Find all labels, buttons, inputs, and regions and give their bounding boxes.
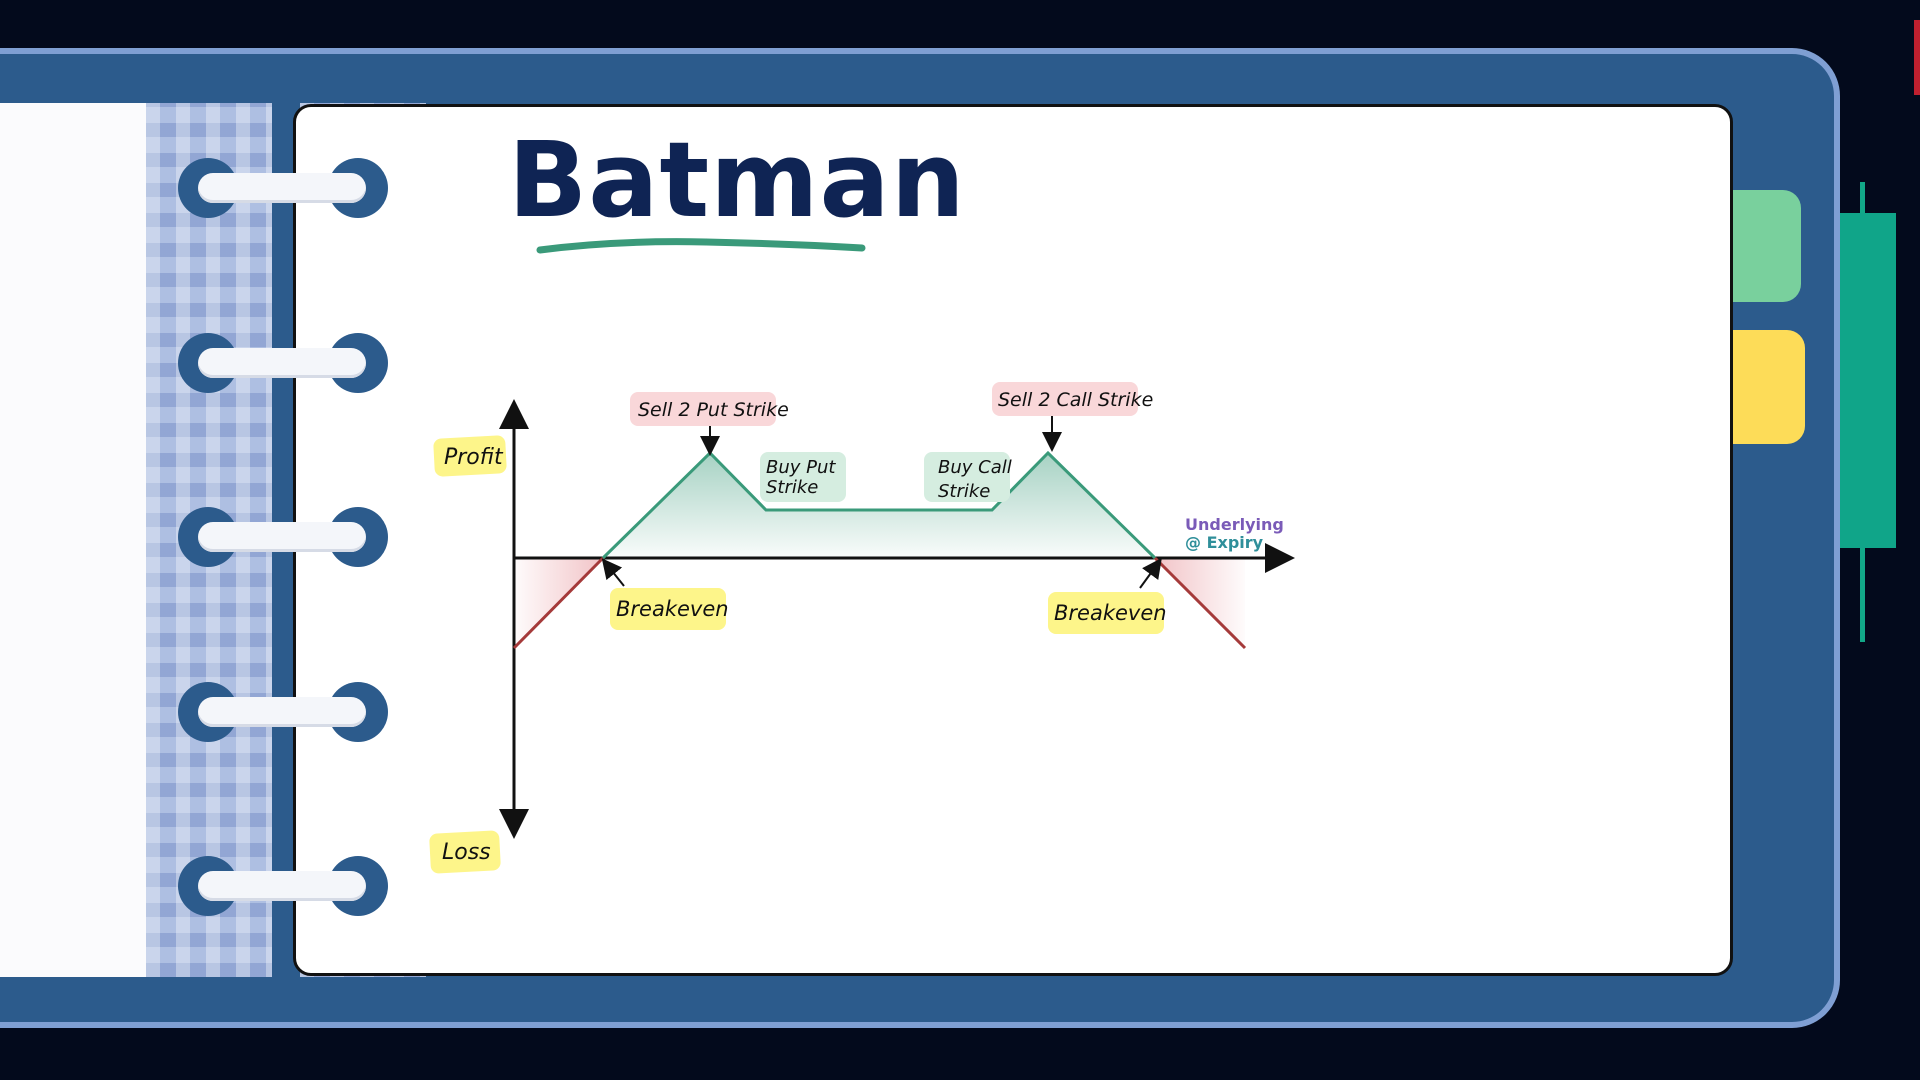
underlying-label: Underlying @ Expiry [1185, 515, 1284, 552]
buy-put-label: Buy Put Strike [760, 452, 846, 502]
svg-text:Strike: Strike [766, 477, 818, 498]
svg-text:Breakeven: Breakeven [616, 597, 729, 621]
page-title: Batman [508, 119, 966, 241]
ring-bar [198, 173, 366, 203]
breakeven-left-arrow [601, 558, 625, 587]
profit-zone-fill [603, 453, 1155, 558]
green-tab[interactable] [1733, 190, 1801, 302]
ring-bar [198, 522, 366, 552]
loss-line-right [1153, 556, 1247, 650]
svg-text:Buy Put: Buy Put [766, 457, 836, 478]
loss-label: Loss [429, 830, 501, 874]
breakeven-right-arrow [1139, 557, 1162, 589]
left-page [0, 103, 150, 977]
ring-bar [198, 348, 366, 378]
svg-text:Breakeven: Breakeven [1054, 601, 1167, 625]
svg-text:Loss: Loss [442, 840, 491, 865]
payoff-diagram: Profit Loss Sell 2 Put Strike Sell 2 Cal… [429, 382, 1295, 874]
svg-text:@ Expiry: @ Expiry [1185, 533, 1264, 552]
sell-call-label: Sell 2 Call Strike [992, 382, 1153, 416]
breakeven-right-label: Breakeven [1048, 592, 1167, 634]
svg-text:Sell 2 Put Strike: Sell 2 Put Strike [638, 399, 789, 421]
candlestick-body [1840, 213, 1896, 548]
loss-line-left [512, 556, 605, 650]
buy-call-label: Buy Call Strike [924, 452, 1012, 502]
red-candle-edge [1914, 20, 1920, 95]
sell-put-label: Sell 2 Put Strike [630, 392, 789, 426]
svg-text:Underlying: Underlying [1185, 515, 1284, 534]
svg-text:Profit: Profit [444, 445, 504, 470]
profit-line [601, 450, 1157, 560]
profit-label: Profit [433, 435, 507, 477]
title-underline [536, 238, 866, 254]
ring-bar [198, 871, 366, 901]
ring-bar [198, 697, 366, 727]
breakeven-left-label: Breakeven [610, 588, 729, 630]
svg-text:Buy Call: Buy Call [938, 457, 1012, 478]
svg-text:Sell 2 Call Strike: Sell 2 Call Strike [998, 389, 1153, 411]
yellow-tab[interactable] [1733, 330, 1805, 444]
svg-text:Strike: Strike [938, 481, 990, 502]
